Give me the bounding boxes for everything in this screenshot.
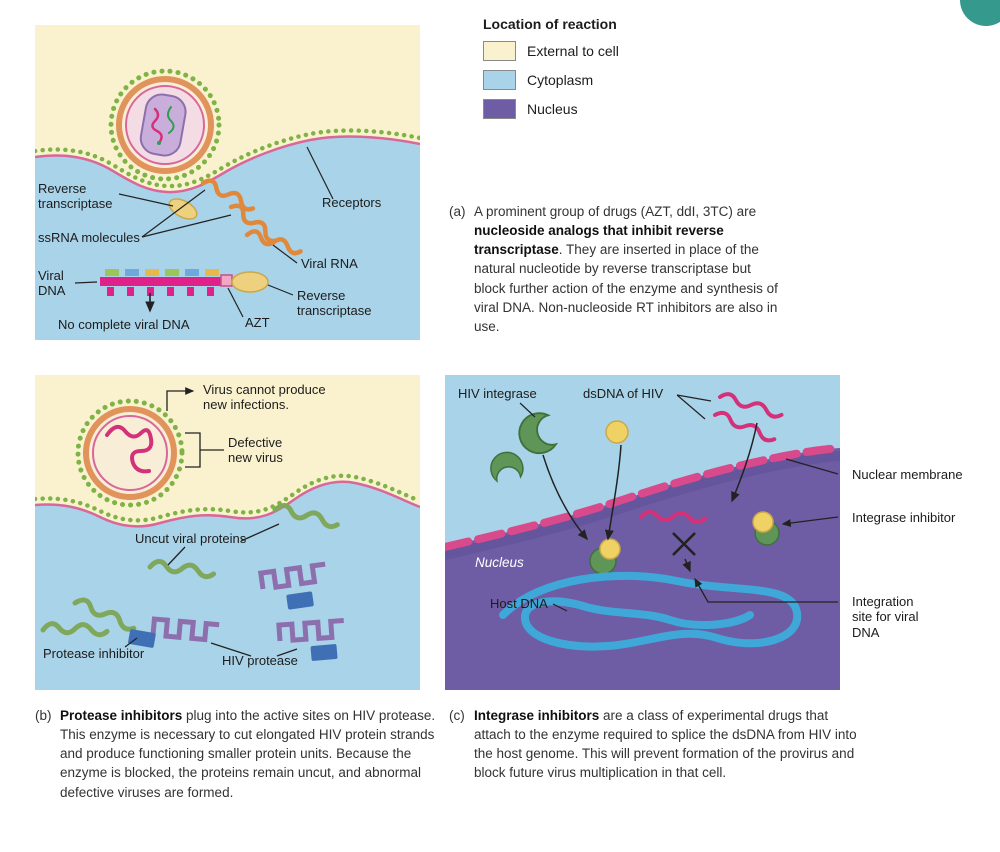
legend-swatch-nucleus-icon [483,99,516,119]
label-dsdna-of-hiv: dsDNA of HIV [583,386,664,401]
label-integration-site: Integration site for viral DNA [852,594,919,640]
caption-a: (a) A prominent group of drugs (AZT, ddI… [449,202,779,336]
label-protease-inhibitor: Protease inhibitor [43,646,145,661]
reverse-transcriptase-enzyme [168,198,198,220]
legend-label-nucleus: Nucleus [527,101,578,117]
label-host-dna: Host DNA [490,596,548,611]
publisher-logo [960,0,1000,26]
legend-swatch-cytoplasm-icon [483,70,516,90]
legend-title: Location of reaction [483,16,617,32]
protease-inhibitor-blocks [128,591,338,661]
panel-b-leader-lines [124,387,298,657]
label-hiv-protease: HIV protease [222,653,298,668]
viral-dna-strand [100,269,269,296]
legend-label-external: External to cell [527,43,619,59]
caption-b-prefix: (b) [35,708,52,723]
caption-c: (c) Integrase inhibitors are a class of … [449,706,857,783]
caption-a-body: A prominent group of drugs (AZT, ddI, 3T… [474,204,778,334]
defective-virus [75,398,185,508]
blocked-integrase-left [589,538,621,575]
caption-b-body: Protease inhibitors plug into the active… [60,708,436,800]
legend: Location of reaction External to cell Cy… [483,16,619,128]
label-nucleus: Nucleus [475,555,524,570]
panel-b-graphic [35,375,420,690]
panel-c-arrows [519,394,839,612]
integrase-inhibitor-molecule [605,420,629,444]
label-reverse-transcriptase-top: Reverse transcriptase [38,181,113,212]
label-defective-new-virus: Defective new virus [228,435,283,466]
legend-label-cytoplasm: Cytoplasm [527,72,594,88]
panel-a-diagram: Reverse transcriptase ssRNA molecules Re… [35,25,420,340]
label-ssrna-molecules: ssRNA molecules [38,230,140,245]
label-hiv-integrase: HIV integrase [458,386,537,401]
label-virus-cannot-produce: Virus cannot produce new infections. [203,382,326,413]
panel-a-graphic [35,25,420,340]
legend-item-external: External to cell [483,41,619,61]
caption-a-prefix: (a) [449,204,466,219]
panel-a-leader-lines [74,146,334,318]
label-reverse-transcriptase-bottom: Reverse transcriptase [297,288,372,319]
label-receptors: Receptors [322,195,382,210]
panel-c-graphic [445,375,840,690]
legend-item-nucleus: Nucleus [483,99,619,119]
label-viral-rna: Viral RNA [301,256,358,271]
hiv-virion [108,68,222,182]
legend-item-cytoplasm: Cytoplasm [483,70,619,90]
label-azt: AZT [245,315,270,330]
label-no-complete-viral-dna: No complete viral DNA [58,317,190,332]
panel-c-diagram: HIV integrase dsDNA of HIV Nucleus Host … [445,375,840,690]
reverse-transcriptase-enzyme-2 [231,271,269,293]
legend-swatch-external-icon [483,41,516,61]
panel-b-diagram: Virus cannot produce new infections. Def… [35,375,420,690]
label-viral-dna: Viral DNA [38,268,66,299]
label-uncut-viral-proteins: Uncut viral proteins [135,531,247,546]
caption-c-prefix: (c) [449,708,465,723]
label-nuclear-membrane: Nuclear membrane [852,467,963,482]
blocked-integrase-right [752,511,780,546]
caption-b: (b) Protease inhibitors plug into the ac… [35,706,437,802]
nucleus-region [445,448,840,690]
caption-c-body: Integrase inhibitors are a class of expe… [474,708,857,781]
host-dna [499,571,802,651]
azt-molecule [220,274,233,287]
label-integrase-inhibitor: Integrase inhibitor [852,510,956,525]
